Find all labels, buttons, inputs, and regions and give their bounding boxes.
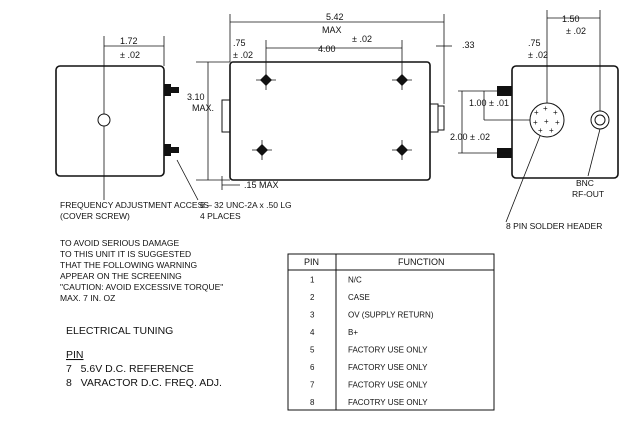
screw-label: 6 – 32 UNC-2A x .50 LG [200, 200, 292, 210]
dim-400-tol: ± .02 [352, 34, 372, 44]
left-connector-top-tip [171, 87, 179, 93]
table-cell-pin: 6 [310, 363, 315, 372]
dim-172-tol: ± .02 [120, 50, 140, 60]
side-view: 5.42 MAX .75 ± .02 4.00 ± .02 .33 3.10 M… [176, 12, 475, 201]
dim-75-right: .75 [528, 38, 541, 48]
table-cell-function: CASE [348, 293, 370, 302]
table-cell-function: N/C [348, 276, 362, 285]
table-cell-pin: 7 [310, 381, 315, 390]
tuning-pin-heading: PIN [66, 349, 84, 361]
mount-hole-br-icon [392, 140, 412, 160]
table-cell-pin: 4 [310, 328, 315, 337]
warning-line: TO THIS UNIT IT IS SUGGESTED [60, 249, 191, 259]
pin-function-table: PIN FUNCTION 1 N/C 2 CASE 3 OV (SUPPLY RETURN… [287, 253, 495, 411]
dim-310-max: MAX. [192, 103, 214, 113]
bnc-inner-icon [594, 114, 606, 126]
svg-text:+: + [549, 126, 554, 135]
dim-150-tol: ± .02 [566, 26, 586, 36]
left-connector-top [164, 84, 171, 96]
left-stub [221, 99, 231, 133]
left-connector-bottom [164, 144, 171, 156]
dim-310: 3.10 [187, 92, 205, 102]
tuning-title: ELECTRICAL TUNING [66, 325, 173, 337]
dim-400: 4.00 [318, 44, 336, 54]
bnc-label-2: RF-OUT [572, 189, 604, 199]
svg-text:+: + [553, 108, 558, 117]
header-pins: + + + + + + + + [533, 104, 560, 135]
warning-line: MAX. 7 IN. OZ [60, 293, 115, 303]
screw-label-2: 4 PLACES [200, 211, 241, 221]
mount-hole-bl-icon [252, 140, 272, 160]
table-border [287, 253, 495, 411]
table-header-pin: PIN [304, 257, 319, 267]
table-cell-pin: 8 [310, 398, 315, 407]
dim-75-tol: ± .02 [233, 50, 253, 60]
svg-text:+: + [533, 118, 538, 127]
table-cell-pin: 3 [310, 311, 315, 320]
table-cell-function: B+ [348, 328, 358, 337]
warning-line: "CAUTION: AVOID EXCESSIVE TORQUE" [60, 282, 223, 292]
mount-hole-tr-icon [392, 70, 412, 90]
warning-line: THAT THE FOLLOWING WARNING [60, 260, 197, 270]
table-cell-pin: 5 [310, 346, 315, 355]
dim-150: 1.50 [562, 14, 580, 24]
table-cell-pin: 2 [310, 293, 315, 302]
dim-542: 5.42 [326, 12, 344, 22]
electrical-tuning: ELECTRICAL TUNING PIN 7 5.6V D.C. REFERE… [66, 325, 222, 389]
svg-text:+: + [543, 104, 548, 113]
dim-75-right-tol: ± .02 [528, 50, 548, 60]
dim-542-max: MAX [322, 25, 342, 35]
warning-line: APPEAR ON THE SCREENING [60, 271, 182, 281]
header-label: 8 PIN SOLDER HEADER [506, 221, 602, 231]
bnc-label: BNC [576, 178, 594, 188]
table-cell-function: FACTORY USE ONLY [348, 346, 428, 355]
table-cell-function: FACOTRY USE ONLY [348, 398, 428, 407]
svg-text:+: + [538, 126, 543, 135]
warning-note: TO AVOID SERIOUS DAMAGE TO THIS UNIT IT … [60, 238, 223, 303]
svg-text:+: + [544, 117, 549, 126]
freq-adj-label: FREQUENCY ADJUSTMENT ACCESS [60, 200, 209, 210]
right-connector-tip [437, 105, 445, 131]
table-cell-function: OV (SUPPLY RETURN) [348, 311, 434, 320]
warning-line: TO AVOID SERIOUS DAMAGE [60, 238, 180, 248]
freq-adj-label-2: (COVER SCREW) [60, 211, 130, 221]
dim-33: .33 [462, 40, 475, 50]
svg-text:+: + [534, 108, 539, 117]
table-cell-function: FACTORY USE ONLY [348, 363, 428, 372]
header-leader [505, 135, 541, 223]
dim-100: 1.00 ± .01 [469, 98, 509, 108]
bnc-leader [587, 128, 601, 177]
dim-15: .15 MAX [244, 180, 279, 190]
left-connector-bottom-tip [171, 147, 179, 153]
table-cell-pin: 1 [310, 276, 315, 285]
left-end-view: 1.72 ± .02 [55, 36, 179, 200]
svg-text:+: + [555, 118, 560, 127]
table-header-function: FUNCTION [398, 257, 445, 267]
right-end-view: + + + + + + + + 1.50 ± .02 .75 ± .02 1.0… [450, 10, 619, 223]
tuning-row: 7 5.6V D.C. REFERENCE [66, 363, 194, 375]
screw-leader [176, 159, 199, 201]
right-connector [429, 103, 439, 133]
dim-200: 2.00 ± .02 [450, 132, 490, 142]
table-cell-function: FACTORY USE ONLY [348, 381, 428, 390]
dim-75: .75 [233, 38, 246, 48]
dim-172: 1.72 [120, 36, 138, 46]
right-end-body [511, 65, 619, 179]
mount-hole-tl-icon [256, 70, 276, 90]
tuning-row: 8 VARACTOR D.C. FREQ. ADJ. [66, 377, 222, 389]
